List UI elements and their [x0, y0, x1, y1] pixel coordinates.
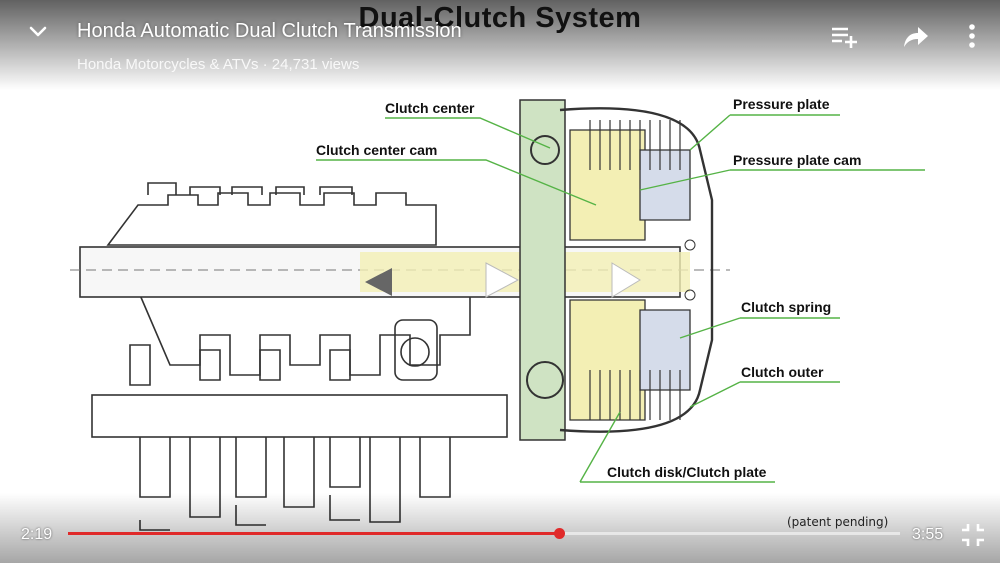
- video-title: Honda Automatic Dual Clutch Transmission: [77, 20, 462, 42]
- duration: 3:55: [912, 526, 944, 543]
- callout-pressure-plate: Pressure plate: [733, 96, 830, 112]
- collapse-button[interactable]: [26, 20, 50, 44]
- add-to-queue-button[interactable]: [830, 24, 860, 50]
- progress-fill: [68, 532, 559, 535]
- bottom-gradient: [0, 493, 1000, 563]
- callout-leaders: [316, 114, 925, 483]
- flow-arrow-left: [365, 268, 392, 296]
- patent-note: (patent pending): [787, 515, 889, 529]
- callout-clutch-disk-plate: Clutch disk/Clutch plate: [607, 464, 767, 480]
- clutch-plates: [589, 120, 681, 420]
- playlist-add-icon: [832, 27, 857, 48]
- progress-bar[interactable]: [68, 528, 900, 539]
- callout-clutch-center-cam: Clutch center cam: [316, 142, 438, 158]
- progress-handle[interactable]: [553, 528, 565, 539]
- exit-fullscreen-button[interactable]: [960, 522, 986, 548]
- callout-clutch-center: Clutch center: [385, 100, 475, 116]
- slide-title: Dual-Clutch System: [358, 2, 642, 34]
- gear-outlines: [91, 182, 508, 531]
- callout-clutch-spring: Clutch spring: [741, 299, 832, 315]
- fullscreen-exit-icon: [962, 524, 984, 546]
- chevron-down-icon: [29, 26, 47, 37]
- clutch-outer-part: [559, 107, 714, 433]
- clutch-housing: [519, 99, 566, 441]
- share-icon: [904, 27, 928, 47]
- more-vert-icon: [969, 24, 975, 48]
- share-button[interactable]: [902, 24, 930, 50]
- callout-clutch-outer: Clutch outer: [741, 364, 824, 380]
- pressure-plate-part: [639, 149, 691, 391]
- callout-pressure-plate-cam: Pressure plate cam: [733, 152, 862, 168]
- top-gradient: [0, 0, 1000, 90]
- flow-arrow-right-1: [485, 262, 520, 298]
- video-channel-views: Honda Motorcycles & ATVs · 24,731 views: [77, 56, 360, 73]
- flow-arrow-right-2: [611, 262, 641, 298]
- more-options-button[interactable]: [964, 22, 980, 52]
- current-time: 2:19: [21, 526, 53, 543]
